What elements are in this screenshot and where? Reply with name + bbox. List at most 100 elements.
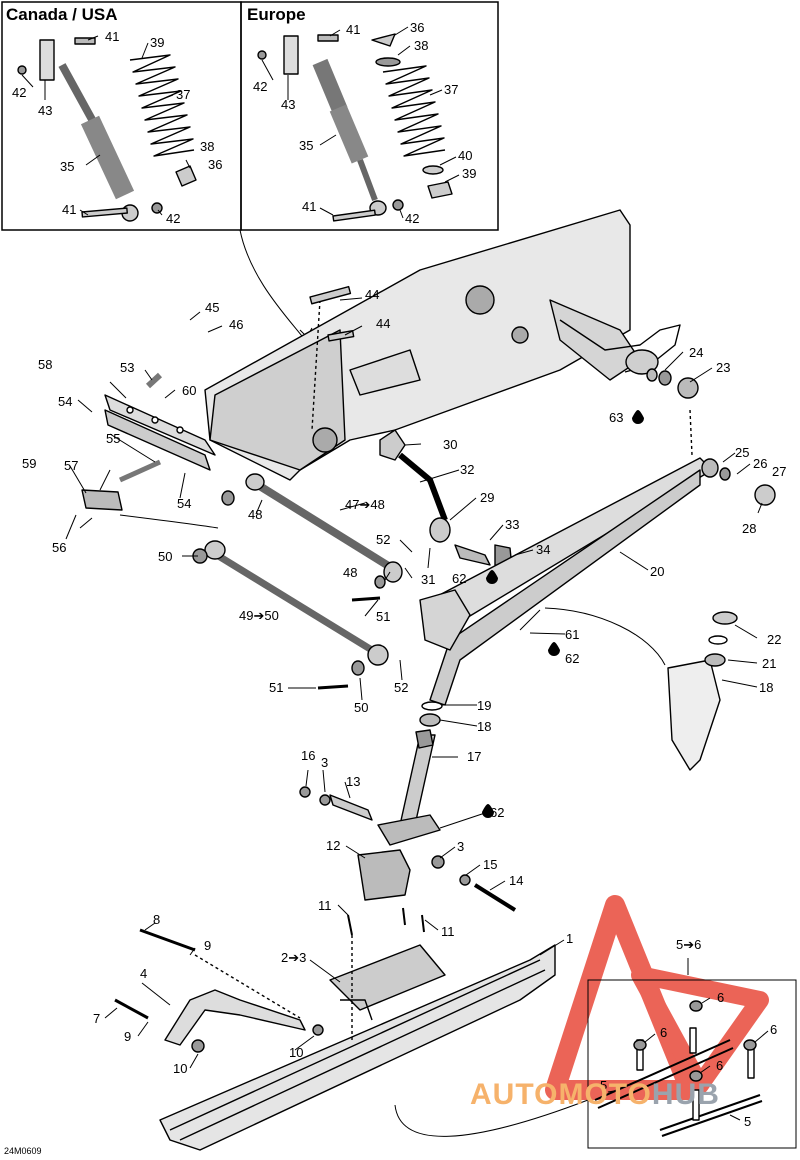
callout-41-eu-top: 41 <box>346 22 361 37</box>
callout-62-lower: 62 <box>490 805 505 820</box>
callout-42-ca-top: 42 <box>12 85 27 100</box>
callout-53: 53 <box>120 360 135 375</box>
callout-51-upper: 51 <box>376 609 391 624</box>
callout-43-eu: 43 <box>281 97 296 112</box>
callout-36-ca: 36 <box>208 157 223 172</box>
callout-50-left: 50 <box>158 549 173 564</box>
callout-40: 40 <box>458 148 473 163</box>
callout-17: 17 <box>467 749 482 764</box>
callout-37-eu: 37 <box>444 82 459 97</box>
drawing-code: 24M0609 <box>4 1146 42 1156</box>
callout-44-lower: 44 <box>376 316 391 331</box>
callout-54-left: 54 <box>58 394 73 409</box>
callout-41-ca-bottom: 41 <box>62 202 77 217</box>
callout-42-eu-top: 42 <box>253 79 268 94</box>
callout-19: 19 <box>477 698 492 713</box>
callout-6-mid: 6 <box>716 1058 724 1073</box>
callout-4: 4 <box>140 966 148 981</box>
callout-34: 34 <box>536 542 551 557</box>
callout-22: 22 <box>767 632 782 647</box>
callout-5-left: 5 <box>600 1078 608 1093</box>
callout-5-6: 5➔6 <box>676 937 702 952</box>
callout-30: 30 <box>443 437 458 452</box>
line-art <box>17 26 776 1151</box>
callout-43-ca: 43 <box>38 103 53 118</box>
callout-49-50: 49➔50 <box>239 608 279 623</box>
callout-48-upper: 48 <box>248 507 263 522</box>
callout-13: 13 <box>346 774 361 789</box>
callout-20: 20 <box>650 564 665 579</box>
skid-inset-frame <box>587 979 797 1149</box>
callout-6-left: 6 <box>660 1025 668 1040</box>
callout-39-ca: 39 <box>150 35 165 50</box>
callout-5-right: 5 <box>744 1114 752 1129</box>
callout-33: 33 <box>505 517 520 532</box>
callout-27: 27 <box>772 464 787 479</box>
callout-32: 32 <box>460 462 475 477</box>
callout-18-left: 18 <box>477 719 492 734</box>
callout-7: 7 <box>93 1011 101 1026</box>
callout-31: 31 <box>421 572 436 587</box>
callout-3-upper: 3 <box>321 755 329 770</box>
callout-38-eu: 38 <box>414 38 429 53</box>
callout-50-lower: 50 <box>354 700 369 715</box>
callout-9-upper: 9 <box>204 938 212 953</box>
callout-1: 1 <box>566 931 574 946</box>
callout-47-48: 47➔48 <box>345 497 385 512</box>
callout-42-eu-bottom: 42 <box>405 211 420 226</box>
callout-38-ca: 38 <box>200 139 215 154</box>
callout-48-lower: 48 <box>343 565 358 580</box>
callout-10-right: 10 <box>289 1045 304 1060</box>
callout-23: 23 <box>716 360 731 375</box>
callout-9-lower: 9 <box>124 1029 132 1044</box>
callout-24: 24 <box>689 345 704 360</box>
callout-12: 12 <box>326 838 341 853</box>
callout-62-mid: 62 <box>565 651 580 666</box>
callout-55: 55 <box>106 431 121 446</box>
callout-15: 15 <box>483 857 498 872</box>
callout-59: 59 <box>22 456 37 471</box>
callout-57: 57 <box>64 458 79 473</box>
callout-6-top: 6 <box>717 990 725 1005</box>
callout-28: 28 <box>742 521 757 536</box>
callout-61: 61 <box>565 627 580 642</box>
grease-drop-icons <box>482 410 644 818</box>
callout-44-upper: 44 <box>365 287 380 302</box>
callout-29: 29 <box>480 490 495 505</box>
callout-45: 45 <box>205 300 220 315</box>
callout-51-lower: 51 <box>269 680 284 695</box>
callout-54-right: 54 <box>177 496 192 511</box>
callout-58: 58 <box>38 357 53 372</box>
callout-14: 14 <box>509 873 524 888</box>
callout-41-eu-bottom: 41 <box>302 199 317 214</box>
callout-35-ca: 35 <box>60 159 75 174</box>
callout-56: 56 <box>52 540 67 555</box>
callout-52-lower: 52 <box>394 680 409 695</box>
inset-title-canada-usa: Canada / USA <box>6 5 118 24</box>
callout-36-eu: 36 <box>410 20 425 35</box>
callout-11-left: 11 <box>318 898 332 913</box>
callout-62-upper: 62 <box>452 571 467 586</box>
callout-60: 60 <box>182 383 197 398</box>
callout-16: 16 <box>301 748 316 763</box>
callout-2-3: 2➔3 <box>281 950 307 965</box>
callout-42-ca-bottom: 42 <box>166 211 181 226</box>
callout-25: 25 <box>735 445 750 460</box>
callout-21: 21 <box>762 656 777 671</box>
callout-39-eu: 39 <box>462 166 477 181</box>
callout-11-right: 11 <box>441 924 455 939</box>
callout-8: 8 <box>153 912 161 927</box>
callout-18-right: 18 <box>759 680 774 695</box>
watermark-logo <box>545 895 769 1100</box>
callout-26: 26 <box>753 456 768 471</box>
callout-41-ca-top: 41 <box>105 29 120 44</box>
callout-52-upper: 52 <box>376 532 391 547</box>
callout-35-eu: 35 <box>299 138 314 153</box>
inset-title-europe: Europe <box>247 5 306 24</box>
callout-6-right: 6 <box>770 1022 778 1037</box>
callout-46: 46 <box>229 317 244 332</box>
callout-10-left: 10 <box>173 1061 188 1076</box>
callout-3-lower: 3 <box>457 839 465 854</box>
